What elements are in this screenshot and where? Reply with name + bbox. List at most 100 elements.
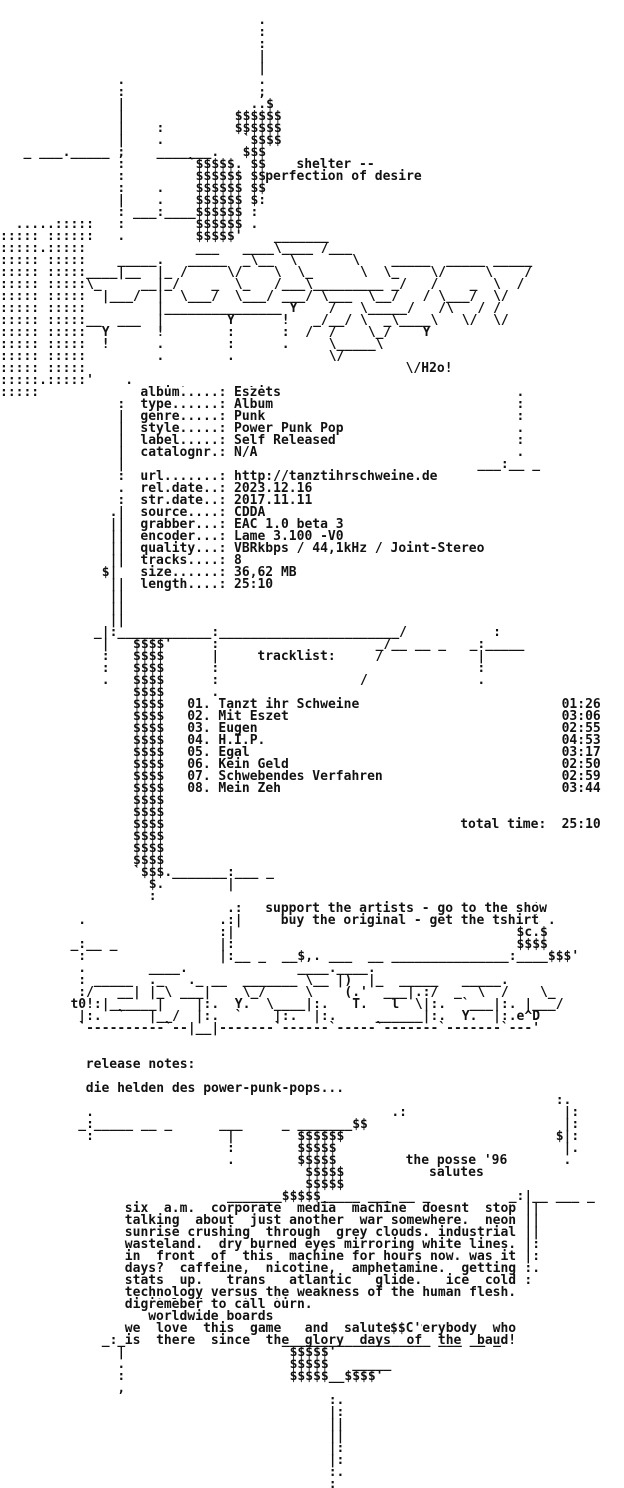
story-text-2: sunrise crushing through grey clouds. in…	[124, 1225, 517, 1240]
tracklist-art-line: $$$$	[0, 829, 165, 844]
logo-art-line: ::::: ::::: . . \/	[0, 349, 345, 364]
support-line-1: support the artists - go to the show	[265, 901, 547, 916]
logo-art-line: .....::::: : $$$$$$ .	[0, 217, 259, 232]
logo-art-line: ::::: :::::: . $$$$$' _______	[0, 229, 329, 244]
posse-art-line: :	[524, 1273, 533, 1288]
track-title: Eugen	[218, 721, 258, 736]
story-text-3: wasteland. dry burned eyes mirroring whi…	[124, 1237, 517, 1252]
posse-art-line: . .: |:	[0, 1105, 580, 1120]
info-value-14: 8	[234, 553, 242, 568]
track-number: 02.	[187, 709, 211, 724]
boards-art-line: ||	[0, 1417, 345, 1432]
logo-art-line: . .	[0, 73, 267, 88]
track-number: 08.	[187, 781, 211, 796]
info-art-line: :url.......:http://tanztihrschweine.de	[0, 469, 438, 484]
info-value-10: CDDA	[234, 505, 266, 520]
track-number: 06.	[187, 757, 211, 772]
info-art-line: ||	[0, 601, 126, 616]
tracklist-heading: tracklist:	[257, 649, 336, 664]
track-time: 03:17	[561, 745, 601, 760]
support-art-line: :/ __| |_\ ___| \_/ \ (.' ___|.:/ _ \ / …	[0, 985, 556, 1000]
boards-art-line: :.	[0, 1465, 345, 1480]
track-title: Mit Eszet	[218, 709, 289, 724]
posse-line-1: the posse '96	[405, 1153, 508, 1168]
tracklist-art-line: $$$$	[0, 805, 165, 820]
info-label-4: style.....:	[140, 421, 227, 436]
logo-signature: \/H2o!	[405, 361, 453, 376]
logo-art-line: ::::: ::::: ! . : . \_____\	[0, 337, 384, 352]
logo-art-line: ::::: ::::: _____. _____ _\__ \ \ _____ …	[0, 253, 533, 268]
boards-line-2: worldwide boards	[148, 1309, 274, 1324]
support-art-line: _:__ _ |: $$$$	[0, 937, 548, 952]
info-label-7: url.......:	[140, 469, 227, 484]
info-art-line: ||	[0, 589, 126, 604]
info-value-2: Album	[234, 397, 274, 412]
info-art-line: :str.date..:2017.11.11	[0, 493, 313, 508]
logo-art-line: : `$$$$$. $$ shelter --	[0, 157, 375, 172]
boards-art-line: |:	[0, 1441, 345, 1456]
story-text-0: six a.m. corporate media machine doesnt …	[124, 1201, 517, 1216]
story-text-11: is there since the glory days of the bau…	[124, 1333, 517, 1348]
track-title: Schwebendes Verfahren	[218, 769, 383, 784]
posse-art-line: ||	[524, 1225, 541, 1240]
boards-art-line: :	[0, 1477, 337, 1488]
info-art-line: ||	[0, 613, 126, 628]
tracklist-art-line: `$$$._______:___ _	[0, 865, 274, 880]
info-label-5: label.....:	[140, 433, 227, 448]
logo-art-line: .	[0, 13, 267, 28]
tracklist-art-line: $$$$	[0, 793, 165, 808]
logo-art-line: |	[0, 49, 267, 64]
posse-art-line: :.	[524, 1261, 541, 1276]
support-art-line: t0!:|______| |:. Y. \____|:. T. l \|:. `…	[0, 997, 564, 1012]
tracklist-art-line: _|:____________:_______________________/…	[0, 625, 501, 640]
posse-line-2: salutes	[429, 1165, 484, 1180]
info-value-6: N/A	[234, 445, 258, 460]
posse-art-line: ||	[524, 1213, 541, 1228]
support-art-line: `----------`--|__|-------`------`-----`-…	[0, 1021, 541, 1036]
info-art-line: | :genre.....:Punk	[117, 409, 525, 424]
info-label-11: grabber...:	[140, 517, 227, 532]
logo-art-line: ::::: :::::____|__ |_ / \/ \ \_ \ \_ \/ …	[0, 265, 533, 280]
logo-art-line: |	[0, 61, 267, 76]
info-label-10: source....:	[140, 505, 227, 520]
info-value-12: Lame 3.100 -V0	[234, 529, 344, 544]
track-time: 02:55	[561, 721, 601, 736]
logo-art-line: : ;	[0, 85, 267, 100]
info-value-13: VBRkbps / 44,1kHz / Joint-Stereo	[234, 541, 485, 556]
boards-art-line: |:	[0, 1405, 345, 1420]
support-art-line: . ____. ____.____.	[0, 961, 376, 976]
logo-art-line: | ..$	[0, 97, 274, 112]
info-value-1: Eszet	[234, 385, 274, 400]
track-title: Mein Zeh	[218, 781, 282, 796]
logo-art-line: | $$$$$$	[0, 109, 282, 124]
posse-art-line: $$$$$	[0, 1177, 345, 1192]
story-text-6: stats up. trans atlantic glide. ice cold	[124, 1273, 517, 1288]
info-art-line: | ___:__ _	[0, 457, 541, 472]
logo-art-line: : $$$$$$ $$ perfection of desire	[0, 169, 422, 184]
info-art-line: .rel.date..:2023.12.16	[0, 481, 313, 496]
boards-art-line: :.	[0, 1393, 345, 1408]
tracklist-art-line: $$$$04.H.I.P.04:53	[0, 733, 601, 748]
logo-art-line: : ___:____$$$$$$ :	[0, 205, 259, 220]
info-value-15: 36,62 MB	[234, 565, 297, 580]
info-art-line: $|size......:36,62 MB	[0, 565, 297, 580]
info-art-line: ||length....:25:10	[0, 577, 274, 592]
logo-art-line: ::::: ::::: |_______________ Y / \_____/…	[0, 301, 501, 316]
tracklist-art-line: : $$$$ : :	[0, 661, 486, 676]
info-art-line: : :type......:Album	[117, 397, 525, 412]
notes-heading: release notes:	[85, 1057, 196, 1072]
logo-art-line: :::::.:::::' .	[0, 373, 134, 388]
track-time: 03:44	[561, 781, 601, 796]
support-art-line: .: $support the artists - go to the show	[226, 901, 547, 916]
info-label-12: encoder...:	[140, 529, 227, 544]
logo-art-line: ::::: :::::\_ __|_/ _ \_ /___\_________ …	[0, 277, 525, 292]
track-number: 03.	[187, 721, 211, 736]
boards-art-line: _:_ ___________________ ___ __ _	[0, 1333, 501, 1348]
info-label-14: tracks....:	[140, 553, 227, 568]
posse-art-line: _______$$$$$_____ ___ __ _ _:|__ ___ _	[0, 1189, 595, 1204]
posse-art-line: . $$$$$ .the posse '96	[0, 1153, 572, 1168]
